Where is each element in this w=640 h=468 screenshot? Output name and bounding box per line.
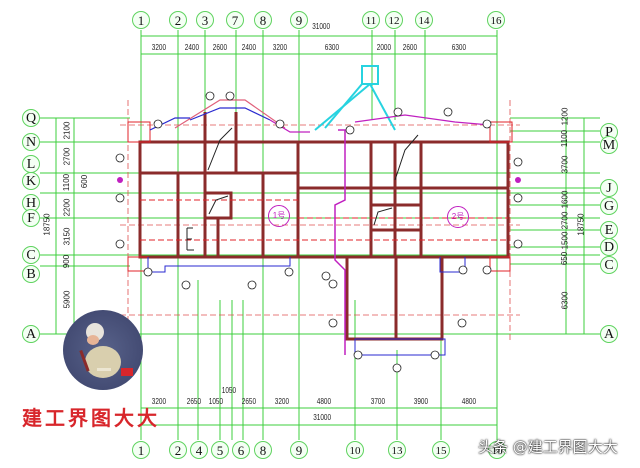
axis-bubble-left-C: C (22, 246, 40, 264)
left-dim: 1100 (62, 173, 72, 192)
bottom-dim: 1050 (208, 397, 224, 406)
left-dim: 2200 (62, 198, 72, 217)
axis-bubble-top-12: 12 (385, 11, 403, 29)
axis-bubble-left-F: F (22, 209, 40, 227)
right-dim: 1200 (560, 107, 570, 126)
bottom-dim: 4800 (316, 397, 332, 406)
axis-bubble-left-L: L (22, 155, 40, 173)
axis-bubble-left-A: A (22, 325, 40, 343)
axis-bubble-left-Q: Q (22, 109, 40, 127)
axis-bubble-right-G: G (600, 197, 618, 215)
right-total-dim: 18750 (576, 213, 586, 236)
bottom-dim: 3700 (370, 397, 386, 406)
axis-bubble-left-K: K (22, 172, 40, 190)
bottom-dim: 4800 (461, 397, 477, 406)
right-dim: 1100 (560, 129, 570, 148)
axis-bubble-top-9: 9 (290, 11, 308, 29)
axis-bubble-bottom-1: 1 (132, 441, 150, 459)
brand-title: 建工界图大大 (22, 406, 160, 430)
axis-bubble-right-M: M (600, 136, 618, 154)
bottom-dim: 3200 (274, 397, 290, 406)
watermark: 头条 @建工界图大大 (478, 438, 618, 456)
axis-bubble-bottom-15: 15 (432, 441, 450, 459)
avatar-illustration (63, 310, 143, 390)
bottom-dim: 2650 (241, 397, 257, 406)
axis-bubble-left-B: B (22, 265, 40, 283)
bottom-total-dim: 31000 (313, 413, 332, 422)
right-dim: 1500 (560, 231, 570, 250)
axis-bubble-bottom-6: 6 (232, 441, 250, 459)
top-dim: 2400 (184, 43, 200, 52)
axis-bubble-bottom-10: 10 (346, 441, 364, 459)
axis-bubble-right-C: C (600, 256, 618, 274)
axis-bubble-bottom-5: 5 (211, 441, 229, 459)
vertical-axis-lines (140, 30, 498, 440)
magenta-pipe (334, 129, 346, 355)
left-dim: 3150 (62, 227, 72, 246)
axis-bubble-top-7: 7 (226, 11, 244, 29)
left-dim: 5900 (62, 290, 72, 309)
horizontal-axis-lines (40, 117, 600, 335)
top-dim: 2400 (241, 43, 257, 52)
left-dim: 900 (62, 254, 72, 269)
right-dim: 2700 (560, 211, 570, 230)
room-tag-1: 1号 (268, 205, 290, 227)
axis-bubble-top-11: 11 (362, 11, 380, 29)
room-tag-2: 2号 (447, 206, 469, 228)
bottom-dim: 2650 (186, 397, 202, 406)
right-dim: 6300 (560, 291, 570, 310)
axis-bubble-top-8: 8 (254, 11, 272, 29)
top-dim: 3200 (272, 43, 288, 52)
top-total-dim: 31000 (312, 22, 331, 31)
cyan-stair-element (314, 65, 396, 131)
top-dim: 3200 (151, 43, 167, 52)
axis-bubble-top-2: 2 (169, 11, 187, 29)
top-dim: 2600 (402, 43, 418, 52)
right-dim: 1600 (560, 190, 570, 209)
top-dim: 2000 (376, 43, 392, 52)
axis-bubble-right-D: D (600, 238, 618, 256)
top-dim: 2600 (212, 43, 228, 52)
axis-bubble-left-N: N (22, 133, 40, 151)
top-dim: 6300 (451, 43, 467, 52)
axis-bubble-right-A: A (600, 325, 618, 343)
left-dim: 2100 (62, 121, 72, 140)
right-dim: 650 (560, 251, 570, 266)
axis-bubble-right-J: J (600, 179, 618, 197)
bottom-dim: 3900 (413, 397, 429, 406)
bottom-dim: 1050 (221, 386, 237, 395)
left-sub-dim: 600 (80, 174, 90, 189)
axis-bubble-top-3: 3 (196, 11, 214, 29)
axis-bubble-bottom-8: 8 (254, 441, 272, 459)
bottom-dim: 3200 (151, 397, 167, 406)
left-total-dim: 18750 (42, 213, 52, 236)
top-dim: 6300 (324, 43, 340, 52)
left-dim: 2700 (62, 147, 72, 166)
firefighter-icon (79, 323, 133, 378)
axis-bubble-bottom-16: 16 (488, 441, 506, 459)
axis-bubble-right-E: E (600, 221, 618, 239)
right-dim: 3700 (560, 155, 570, 174)
axis-bubble-bottom-9: 9 (290, 441, 308, 459)
axis-bubble-top-1: 1 (132, 11, 150, 29)
axis-bubble-bottom-4: 4 (190, 441, 208, 459)
axis-bubble-bottom-2: 2 (169, 441, 187, 459)
axis-bubble-bottom-13: 13 (388, 441, 406, 459)
axis-bubble-top-14: 14 (415, 11, 433, 29)
axis-bubble-top-16: 16 (487, 11, 505, 29)
